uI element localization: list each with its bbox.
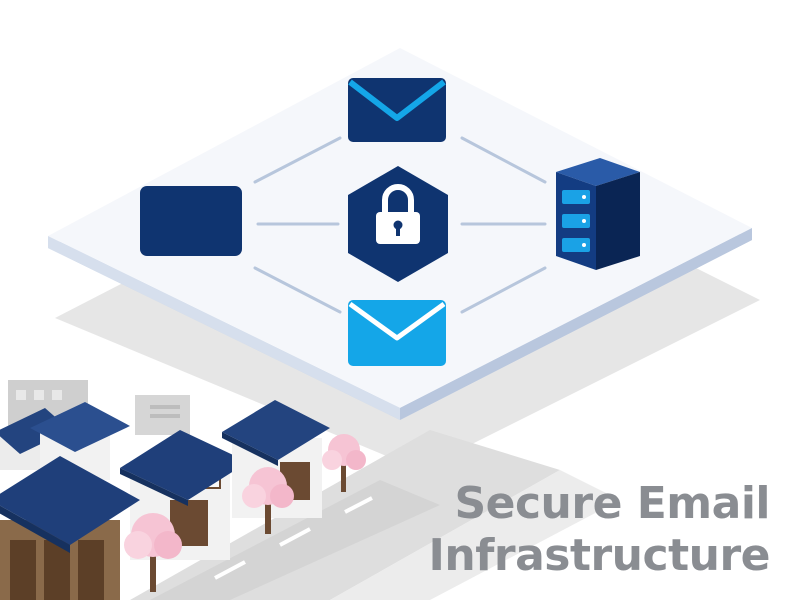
tree-3	[322, 434, 366, 492]
lock-icon	[348, 166, 448, 282]
device-icon	[140, 186, 242, 256]
headline: Secure Email Infrastructure	[428, 478, 771, 582]
tree-2	[242, 467, 294, 534]
envelope-icon-bottom	[348, 300, 446, 366]
cherry-blossom-trees	[124, 434, 366, 592]
server-icon	[556, 158, 640, 270]
envelope-icon-top	[348, 78, 446, 142]
tree-1	[124, 513, 182, 592]
street	[150, 480, 440, 600]
headline-line-2: Infrastructure	[428, 530, 771, 581]
headline-line-1: Secure Email	[454, 478, 770, 529]
connector-lines	[253, 136, 547, 314]
